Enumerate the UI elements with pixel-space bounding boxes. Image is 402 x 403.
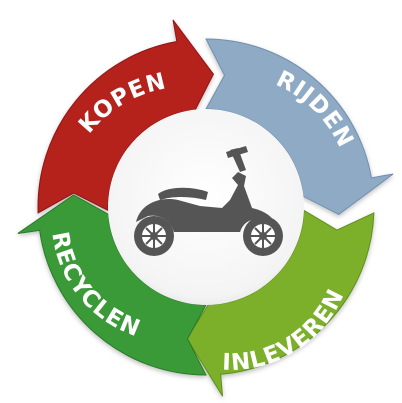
cycle-segments (17, 19, 394, 397)
scooter-icon (134, 146, 283, 256)
